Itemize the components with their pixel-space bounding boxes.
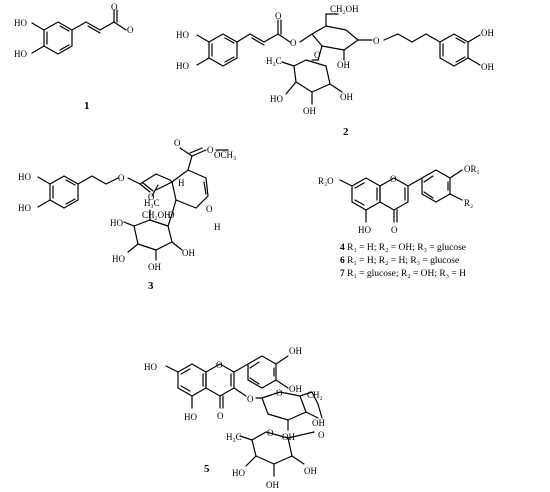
compound-2-oh-label: OH [481,28,494,38]
compound-5-oh-label: HO [144,362,157,372]
flavone-legend: 4 R₁ = H; R₂ = OH; R₃ = glucose 6 R₁ = H… [340,243,466,279]
flavone-r1-label: OR₁ [464,164,480,174]
compound-1-o-label: O [111,2,118,12]
compound-3-ch2oh-label: CH₂OH [142,210,171,220]
compound-5-number: 5 [204,463,210,475]
compound-3-number: 3 [148,280,154,292]
flavone-r3-label: R₃O [318,176,334,186]
compound-3-oh-label: OH [148,262,161,272]
flavone-r2-label: R₂ [464,198,473,208]
compound-2-h3c-label: H₃C [266,56,282,66]
compound-1-oh-label: HO [14,49,27,59]
compound-3-oh-label: HO [18,203,31,213]
compound-2-o-label: O [373,36,380,46]
compound-1-structure [31,9,127,55]
compound-5-o-label: O [276,388,283,398]
flavone-o-label: O [391,225,398,235]
compound-3-o-label: O [207,145,214,155]
compound-1-number: 1 [84,100,90,112]
compound-1-oh-label: HO [14,18,27,28]
compound-3-oh-label: HO [110,218,123,228]
compound-3-structure [37,147,229,261]
compound-3-h-label: H [178,178,185,188]
compound-2-oh-label: HO [176,30,189,40]
compound-5-o-label: O [247,394,254,404]
compound-5-oh-label: OH [289,346,302,356]
flavone-core-structure [339,169,463,223]
compound-5-h2c-label: CH₂ [307,390,323,400]
flavone-o-label: O [390,174,397,184]
compound-3-oh-label: HO [18,172,31,182]
compound-5-oh-label: OH [282,432,295,442]
compound-2-number: 2 [343,126,349,138]
compound-3-o-label: O [168,210,175,220]
compound-2-o-label: O [290,38,297,48]
compound-2-o-label: O [314,50,321,60]
compound-1-o-label: O [127,25,134,35]
compound-3-oh-label: OH [182,248,195,258]
compound-3-h3c-label: H₃C [144,198,160,208]
compound-2-ch2oh-label: CH₂OH [330,4,359,14]
legend-entry: 4 R₁ = H; R₂ = OH; R₃ = glucose [340,243,466,253]
compound-3-och3-label: OCH₃ [214,150,236,160]
compound-5-oh-label: HO [232,468,245,478]
legend-entry: 6 R₁ = H; R₂ = H; R₃ = glucose [340,256,459,266]
compound-2-oh-label: OH [337,60,350,70]
compound-5-h3c-label: H₃C [226,432,242,442]
compound-2-o-label: O [275,11,282,21]
compound-5-oh-label: OH [312,418,325,428]
compound-5-oh-label: OH [266,480,279,490]
compound-5-o-label: O [318,430,325,440]
compound-2-oh-label: HO [176,61,189,71]
compound-5-o-label: O [267,428,274,438]
compound-3-h-label: H [214,222,221,232]
legend-entry: 7 R₁ = glucose; R₂ = OH; R₃ = H [340,269,466,279]
compound-2-oh-label: OH [340,92,353,102]
compound-3-o-label: O [174,138,181,148]
flavone-oh-label: HO [358,225,371,235]
compound-5-oh-label: OH [304,466,317,476]
compound-2-oh-label: OH [481,62,494,72]
compound-5-structure [165,355,323,477]
compound-3-o-label: O [118,173,125,183]
compound-5-oh-label: OH [289,384,302,394]
compound-5-o-label: O [216,360,223,370]
compound-5-o-label: O [217,411,224,421]
compound-3-o-label: O [148,192,155,202]
compound-2-oh-label: OH [303,106,316,116]
compound-2-structure [196,13,481,105]
compound-2-oh-label: HO [270,94,283,104]
compound-3-oh-label: HO [112,254,125,264]
compound-5-oh-label: HO [184,412,197,422]
compound-3-o-label: O [206,204,213,214]
